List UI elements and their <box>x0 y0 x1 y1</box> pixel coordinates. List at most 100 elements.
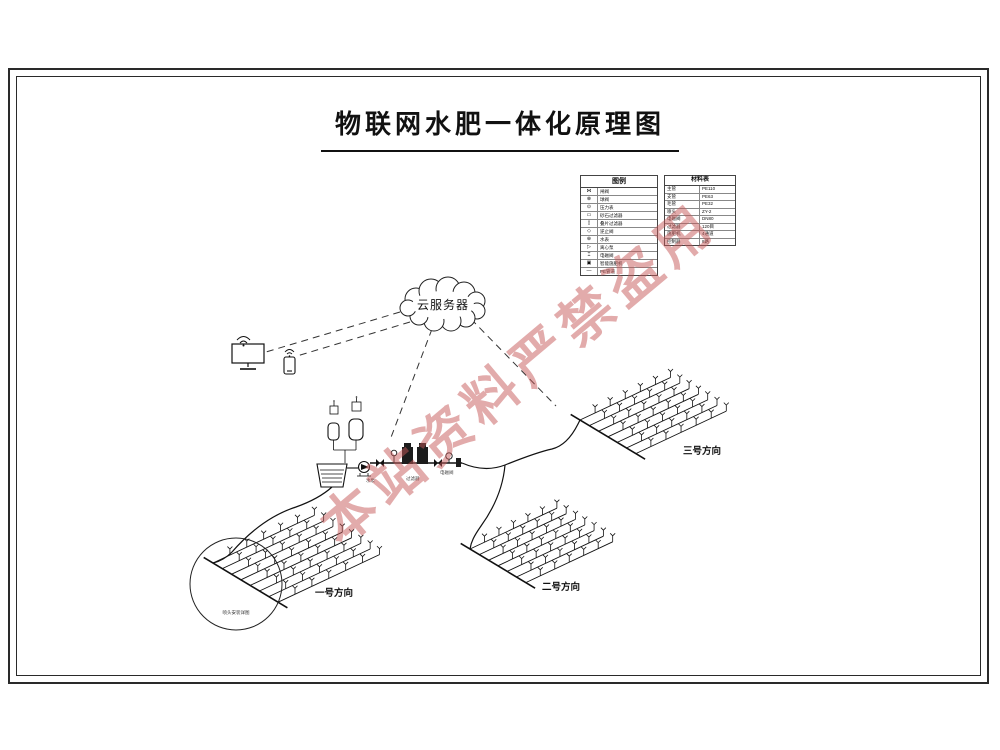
irrigation-fields <box>203 368 730 609</box>
sprinkler-icon <box>528 561 534 571</box>
equipment-label-filter: 过滤器 <box>406 475 420 482</box>
pipe-to-field3 <box>461 419 581 470</box>
detail-callout: 喷头安装详图 <box>189 537 283 631</box>
link-cloud-field <box>470 318 557 407</box>
cloud-server: 云服务器 <box>399 276 486 332</box>
sprinkler-icon <box>376 545 383 555</box>
sprinkler-icon <box>665 399 672 409</box>
material-spec: 4通道 <box>702 231 714 236</box>
sprinkler-icon <box>299 571 306 581</box>
legend-row: ⊙压力表 <box>581 204 657 212</box>
sprinkler-icon <box>500 544 506 554</box>
sprinkler-icon <box>625 408 632 418</box>
sprinkler-icon <box>282 579 289 589</box>
pump-icon <box>357 460 371 477</box>
sprinkler-icon <box>637 382 644 392</box>
sprinkler-icon <box>693 416 699 426</box>
sprinkler-icon <box>529 531 535 540</box>
valve-icon <box>434 459 442 467</box>
sprinkler-icon <box>290 566 297 576</box>
sprinkler-icon <box>677 374 683 384</box>
sprinkler-icon <box>629 426 636 436</box>
legend-symbol: ▣ <box>581 260 598 267</box>
material-name: 喷头 <box>665 208 700 215</box>
equipment-label-pump: 水泵 <box>366 477 375 483</box>
sprinkler-icon <box>331 536 338 546</box>
sprinkler-icon <box>348 529 355 538</box>
sprinkler-icon <box>616 402 623 412</box>
legend-row: —PE管道 <box>581 268 657 275</box>
sprinkler-icon <box>330 517 336 527</box>
sprinkler-icon <box>519 525 526 535</box>
sprinkler-icon <box>563 505 569 514</box>
drawing-frame-outer <box>8 68 989 684</box>
sprinkler-icon <box>671 387 677 396</box>
sprinkler-icon <box>296 533 302 543</box>
sprinkler-icon <box>481 533 488 543</box>
sprinkler-icon <box>684 410 690 420</box>
sprinkler-icon <box>339 523 346 533</box>
sprinkler-icon <box>638 432 645 441</box>
material-name: 施肥机 <box>665 231 700 238</box>
sprinkler-icon <box>518 555 525 565</box>
sprinkler-icon <box>542 554 549 564</box>
control-valve-block <box>456 458 461 467</box>
cloud-label: 云服务器 <box>417 297 469 312</box>
legend-item-name: 压力表 <box>600 205 614 210</box>
sprinkler-icon <box>341 542 347 552</box>
sensor-boxes <box>329 396 362 415</box>
legend-item-name: 砂石过滤器 <box>600 213 623 218</box>
sprinkler-icon <box>592 404 598 413</box>
material-name: 支管 <box>665 193 700 200</box>
legend-symbol: — <box>581 268 598 275</box>
sprinkler-icon <box>567 523 574 532</box>
legend-row: ⊗球阀 <box>581 196 657 204</box>
legend-symbol: ▯ <box>581 220 598 227</box>
sprinkler-icon <box>600 527 607 537</box>
sprinkler-icon <box>644 419 651 429</box>
sprinkler-icon <box>543 524 550 533</box>
sprinkler-icon <box>576 528 583 538</box>
sprinkler-icon <box>255 563 261 572</box>
sprinkler-icon <box>324 550 330 560</box>
drawing-frame-inner <box>16 76 981 676</box>
sprinkler-icon <box>325 569 332 579</box>
legend-item-name: 叠片过滤器 <box>600 221 623 226</box>
legend-row: ▷离心泵 <box>581 244 657 252</box>
sprinkler-icon <box>320 512 327 521</box>
sprinkler-icon <box>558 517 564 527</box>
sprinkler-icon <box>537 567 544 576</box>
sprinkler-icon <box>547 542 554 551</box>
sprinkler-icon <box>620 420 626 430</box>
legend-title: 图例 <box>581 176 657 188</box>
sprinkler-icon <box>661 381 668 391</box>
legend-row: ▭砂石过滤器 <box>581 212 657 220</box>
sprinkler-icon <box>622 389 629 399</box>
sprinkler-icon <box>309 577 315 587</box>
legend-row: ▯叠片过滤器 <box>581 220 657 228</box>
sprinkler-icon <box>566 553 573 563</box>
sprinkler-icon <box>359 553 366 563</box>
sprinkler-icon <box>292 585 298 595</box>
sprinkler-icon <box>653 425 660 434</box>
sprinkler-icon <box>277 522 284 532</box>
sprinkler-icon <box>695 385 702 395</box>
sprinkler-icon <box>648 437 654 447</box>
legend-item-name: 球阀 <box>600 197 609 202</box>
material-name: 毛管 <box>665 201 700 208</box>
material-name: 控制器 <box>665 238 700 245</box>
sprinkler-icon <box>298 552 304 562</box>
sprinkler-icon <box>689 398 696 407</box>
filter-unit <box>402 443 428 464</box>
material-spec: PE110 <box>702 186 716 191</box>
legend-symbol: ⋈ <box>581 188 598 195</box>
material-spec: 120目 <box>702 223 715 229</box>
water-source-tank <box>316 463 348 488</box>
wifi-icon <box>236 336 251 347</box>
